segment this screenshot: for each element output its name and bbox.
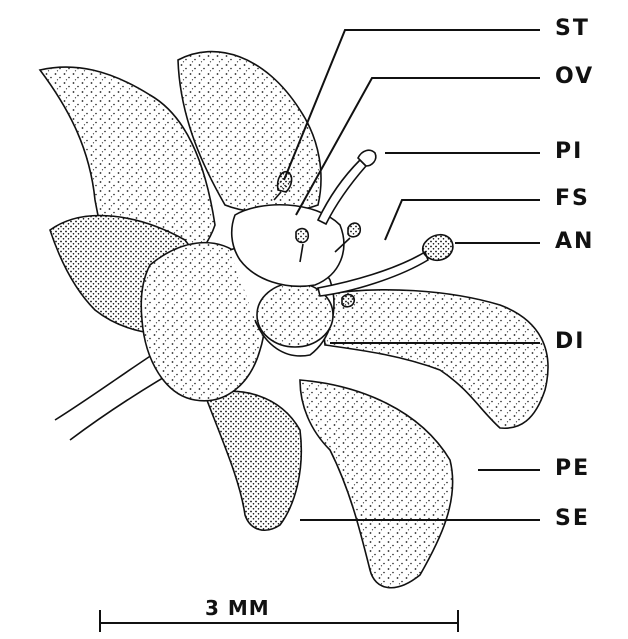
label-an: AN [555, 231, 594, 253]
leader-fs [385, 200, 540, 240]
label-se: SE [555, 508, 590, 530]
anther [423, 235, 453, 261]
sepal [205, 391, 301, 530]
label-pe: PE [555, 458, 590, 480]
scale-bar-label: 3 MM [205, 596, 270, 620]
leader-st [284, 30, 540, 180]
label-ov: OV [555, 66, 594, 88]
label-di: DI [555, 331, 585, 353]
label-pi: PI [555, 141, 583, 163]
label-fs: FS [555, 188, 590, 210]
scale-bar [100, 610, 458, 632]
label-st: ST [555, 18, 590, 40]
